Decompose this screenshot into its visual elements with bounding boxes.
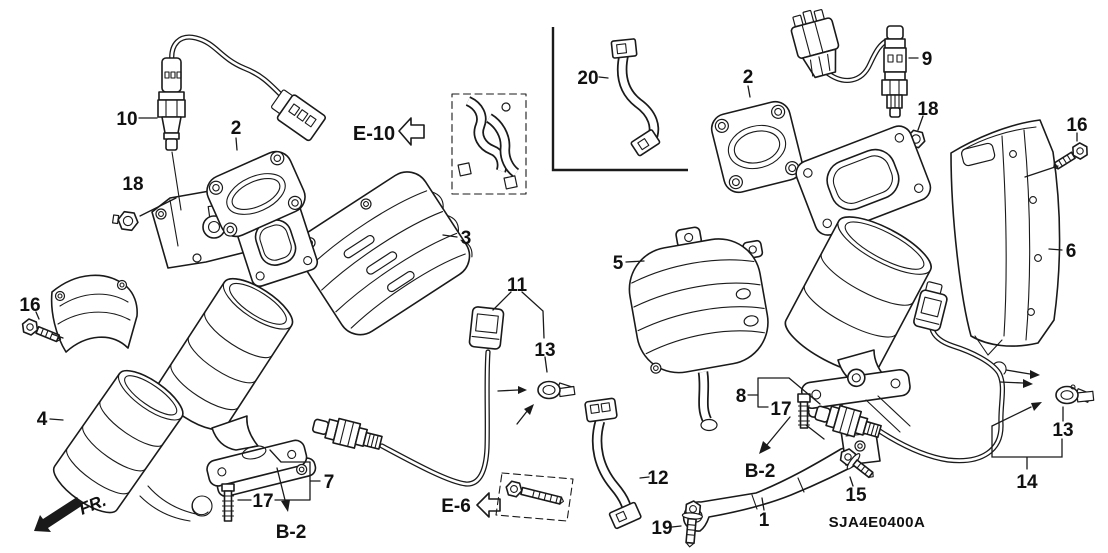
callout-18-rear: 18 [917, 99, 938, 120]
rear-converter-drawing [784, 125, 932, 433]
diagram-code: SJA4E0400A [829, 514, 926, 531]
callout-11: 11 [507, 275, 528, 296]
callout-20: 20 [577, 68, 598, 89]
callout-13-front: 13 [534, 340, 555, 361]
callout-9: 9 [922, 49, 933, 70]
converter-cover-rear-drawing [950, 119, 1061, 356]
callout-16-rear: 16 [1066, 115, 1087, 136]
e10-label: E-10 [353, 123, 395, 145]
cover-bolt-front-drawing [21, 318, 62, 343]
inset-divider [551, 27, 688, 172]
front-converter-drawing [50, 274, 213, 522]
callout-19: 19 [651, 518, 672, 539]
e6-label: E-6 [441, 496, 471, 517]
callout-18-front: 18 [122, 174, 143, 195]
e6-reference [476, 472, 574, 522]
callout-17-front: 17 [252, 491, 273, 512]
oxygen-sensor-rear-drawing [790, 9, 908, 118]
flange-stud-rear-drawing [797, 393, 811, 429]
callout-2-front: 2 [231, 118, 242, 139]
converter-cover-upper-drawing [297, 171, 473, 336]
oxygen-sensor-lower-drawing [814, 281, 1007, 464]
b2-label-front: B-2 [276, 522, 307, 543]
harness-bracket-inset-drawing [610, 38, 661, 157]
callout-7: 7 [324, 472, 335, 493]
flange-stud-front-drawing [221, 483, 235, 522]
left-leader-lines [35, 117, 548, 512]
clamp-attach-arrows [497, 386, 534, 425]
e10-reference [398, 93, 527, 195]
callout-12: 12 [647, 468, 668, 489]
front-direction-arrow: FR. [34, 491, 109, 532]
b2-label-rear: B-2 [745, 461, 776, 482]
callout-4: 4 [37, 409, 48, 430]
callout-3: 3 [461, 228, 472, 249]
callout-15: 15 [845, 485, 867, 506]
cover-bolt-rear-drawing [1053, 142, 1088, 170]
callout-17-rear: 17 [770, 399, 791, 420]
exhaust-gasket-rear-drawing [710, 100, 804, 194]
callout-16-front: 16 [19, 295, 40, 316]
harness-bracket-lower-drawing [584, 397, 642, 530]
stay-bolt-lower-drawing [681, 500, 703, 548]
sensor-nut-front-drawing [111, 197, 177, 232]
callout-5: 5 [613, 253, 624, 274]
exhaust-gasket-front-drawing [206, 150, 306, 238]
callout-13-rear: 13 [1052, 420, 1073, 441]
harness-clamp-front-drawing [537, 380, 576, 400]
callout-14: 14 [1016, 472, 1038, 493]
callout-6: 6 [1066, 241, 1077, 262]
callout-2-rear: 2 [743, 67, 754, 88]
right-leader-lines [598, 57, 1078, 528]
callout-8: 8 [736, 386, 747, 407]
front-downpipe-flange-drawing [206, 415, 317, 498]
stay-bolt-upper-drawing [839, 448, 874, 479]
callout-10: 10 [116, 109, 137, 130]
callout-1: 1 [759, 510, 770, 531]
front-lower-sensor-drawing [311, 306, 505, 487]
oxygen-sensor-front-drawing [157, 34, 327, 211]
converter-cover-center-drawing [628, 226, 769, 432]
harness-clamp-rear-drawing [1055, 384, 1095, 405]
